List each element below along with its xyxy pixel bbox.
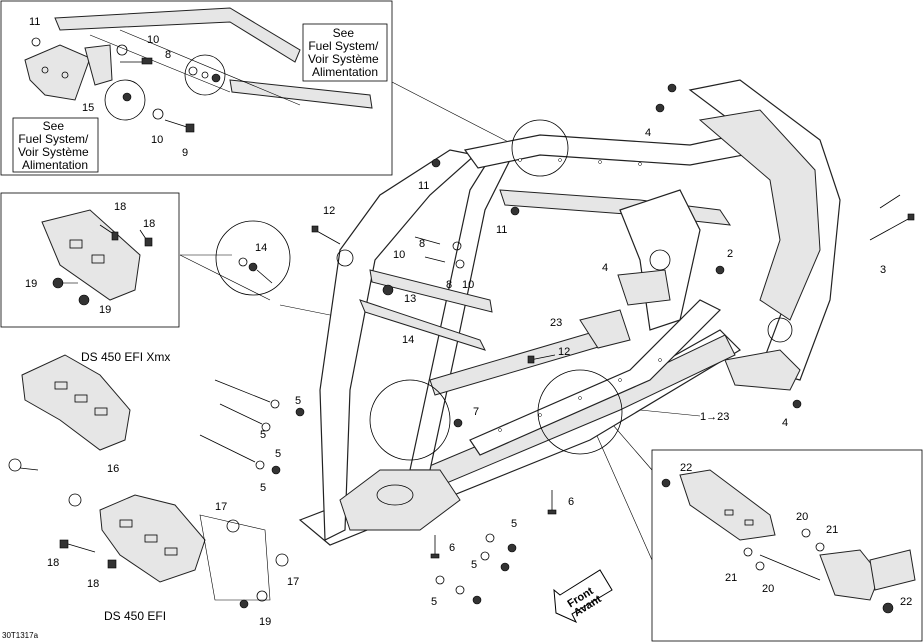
callout-14: 14	[402, 334, 414, 346]
callout-5: 5	[431, 596, 437, 608]
left-inset-parts	[41, 209, 153, 306]
callout-21: 21	[725, 572, 737, 584]
callout-18: 18	[47, 557, 59, 569]
callout-10: 10	[151, 134, 163, 146]
fuel-system-note-left: See Fuel System/ Voir Système Alimentati…	[18, 119, 92, 172]
callout-20: 20	[796, 511, 808, 523]
callout-3: 3	[880, 264, 886, 276]
ds450-label: DS 450 EFI	[104, 609, 166, 623]
callout-21: 21	[826, 524, 838, 536]
callout-11: 11	[29, 16, 40, 28]
ds450-xmx-label: DS 450 EFI Xmx	[81, 350, 170, 364]
callout-2: 2	[727, 248, 733, 260]
callout-11: 11	[496, 224, 507, 236]
callout-8: 8	[446, 279, 452, 291]
fuel-system-note-left-box	[12, 117, 99, 173]
callout-17: 17	[287, 576, 299, 588]
guard-ds450	[8, 458, 289, 609]
callout-17: 17	[215, 501, 227, 513]
main-frame	[298, 79, 841, 546]
callout-20: 20	[762, 583, 774, 595]
callout-5: 5	[260, 429, 266, 441]
callout-4: 4	[645, 127, 651, 139]
ref-1-23: 1→23	[700, 411, 729, 423]
fuel-system-note-top: See Fuel System/ Voir Système Alimentati…	[308, 26, 382, 79]
callout-23: 23	[550, 317, 562, 329]
callout-5: 5	[471, 559, 477, 571]
detail-circle-top	[511, 119, 569, 177]
callout-5: 5	[295, 395, 301, 407]
callout-18: 18	[87, 578, 99, 590]
callout-9: 9	[182, 147, 188, 159]
drawing-code: 30T1317a	[2, 631, 39, 640]
callout-5: 5	[511, 518, 517, 530]
callout-5: 5	[275, 448, 281, 460]
callout-7: 7	[473, 406, 479, 418]
detail-circle-lower	[537, 369, 623, 455]
guard-ds450-xmx	[21, 354, 131, 451]
callout-8: 8	[165, 49, 171, 61]
callout-6: 6	[568, 496, 574, 508]
callout-18: 18	[114, 201, 126, 213]
callout-19: 19	[259, 616, 271, 628]
callout-14: 14	[255, 242, 267, 254]
detail-circle-14	[215, 220, 291, 296]
callout-13: 13	[404, 293, 416, 305]
callout-6: 6	[449, 542, 455, 554]
callout-4: 4	[602, 262, 608, 274]
callout-12: 12	[323, 205, 335, 217]
callout-19: 19	[25, 278, 37, 290]
callout-15: 15	[82, 102, 94, 114]
callout-5: 5	[260, 482, 266, 494]
callout-22: 22	[900, 596, 912, 608]
front-direction-arrow: Front Avant	[553, 569, 613, 624]
fuel-system-note-top-box	[302, 23, 388, 82]
callout-4: 4	[782, 417, 788, 429]
callout-10: 10	[147, 34, 159, 46]
callout-8: 8	[419, 238, 425, 250]
callout-18: 18	[143, 218, 155, 230]
callout-16: 16	[107, 463, 119, 475]
callout-numbers: 11 10 8 15 10 9 18 18 19 19 11 11 12 14 …	[25, 16, 912, 628]
callout-10: 10	[462, 279, 474, 291]
callout-19: 19	[99, 304, 111, 316]
callout-10: 10	[393, 249, 405, 261]
hardware-parts	[199, 83, 915, 605]
detail-circle-left	[369, 379, 451, 461]
bottom-right-inset-parts	[661, 469, 916, 614]
top-inset-parts	[24, 7, 373, 133]
callout-11: 11	[418, 180, 429, 192]
callout-22: 22	[680, 462, 692, 474]
callout-12: 12	[558, 346, 570, 358]
